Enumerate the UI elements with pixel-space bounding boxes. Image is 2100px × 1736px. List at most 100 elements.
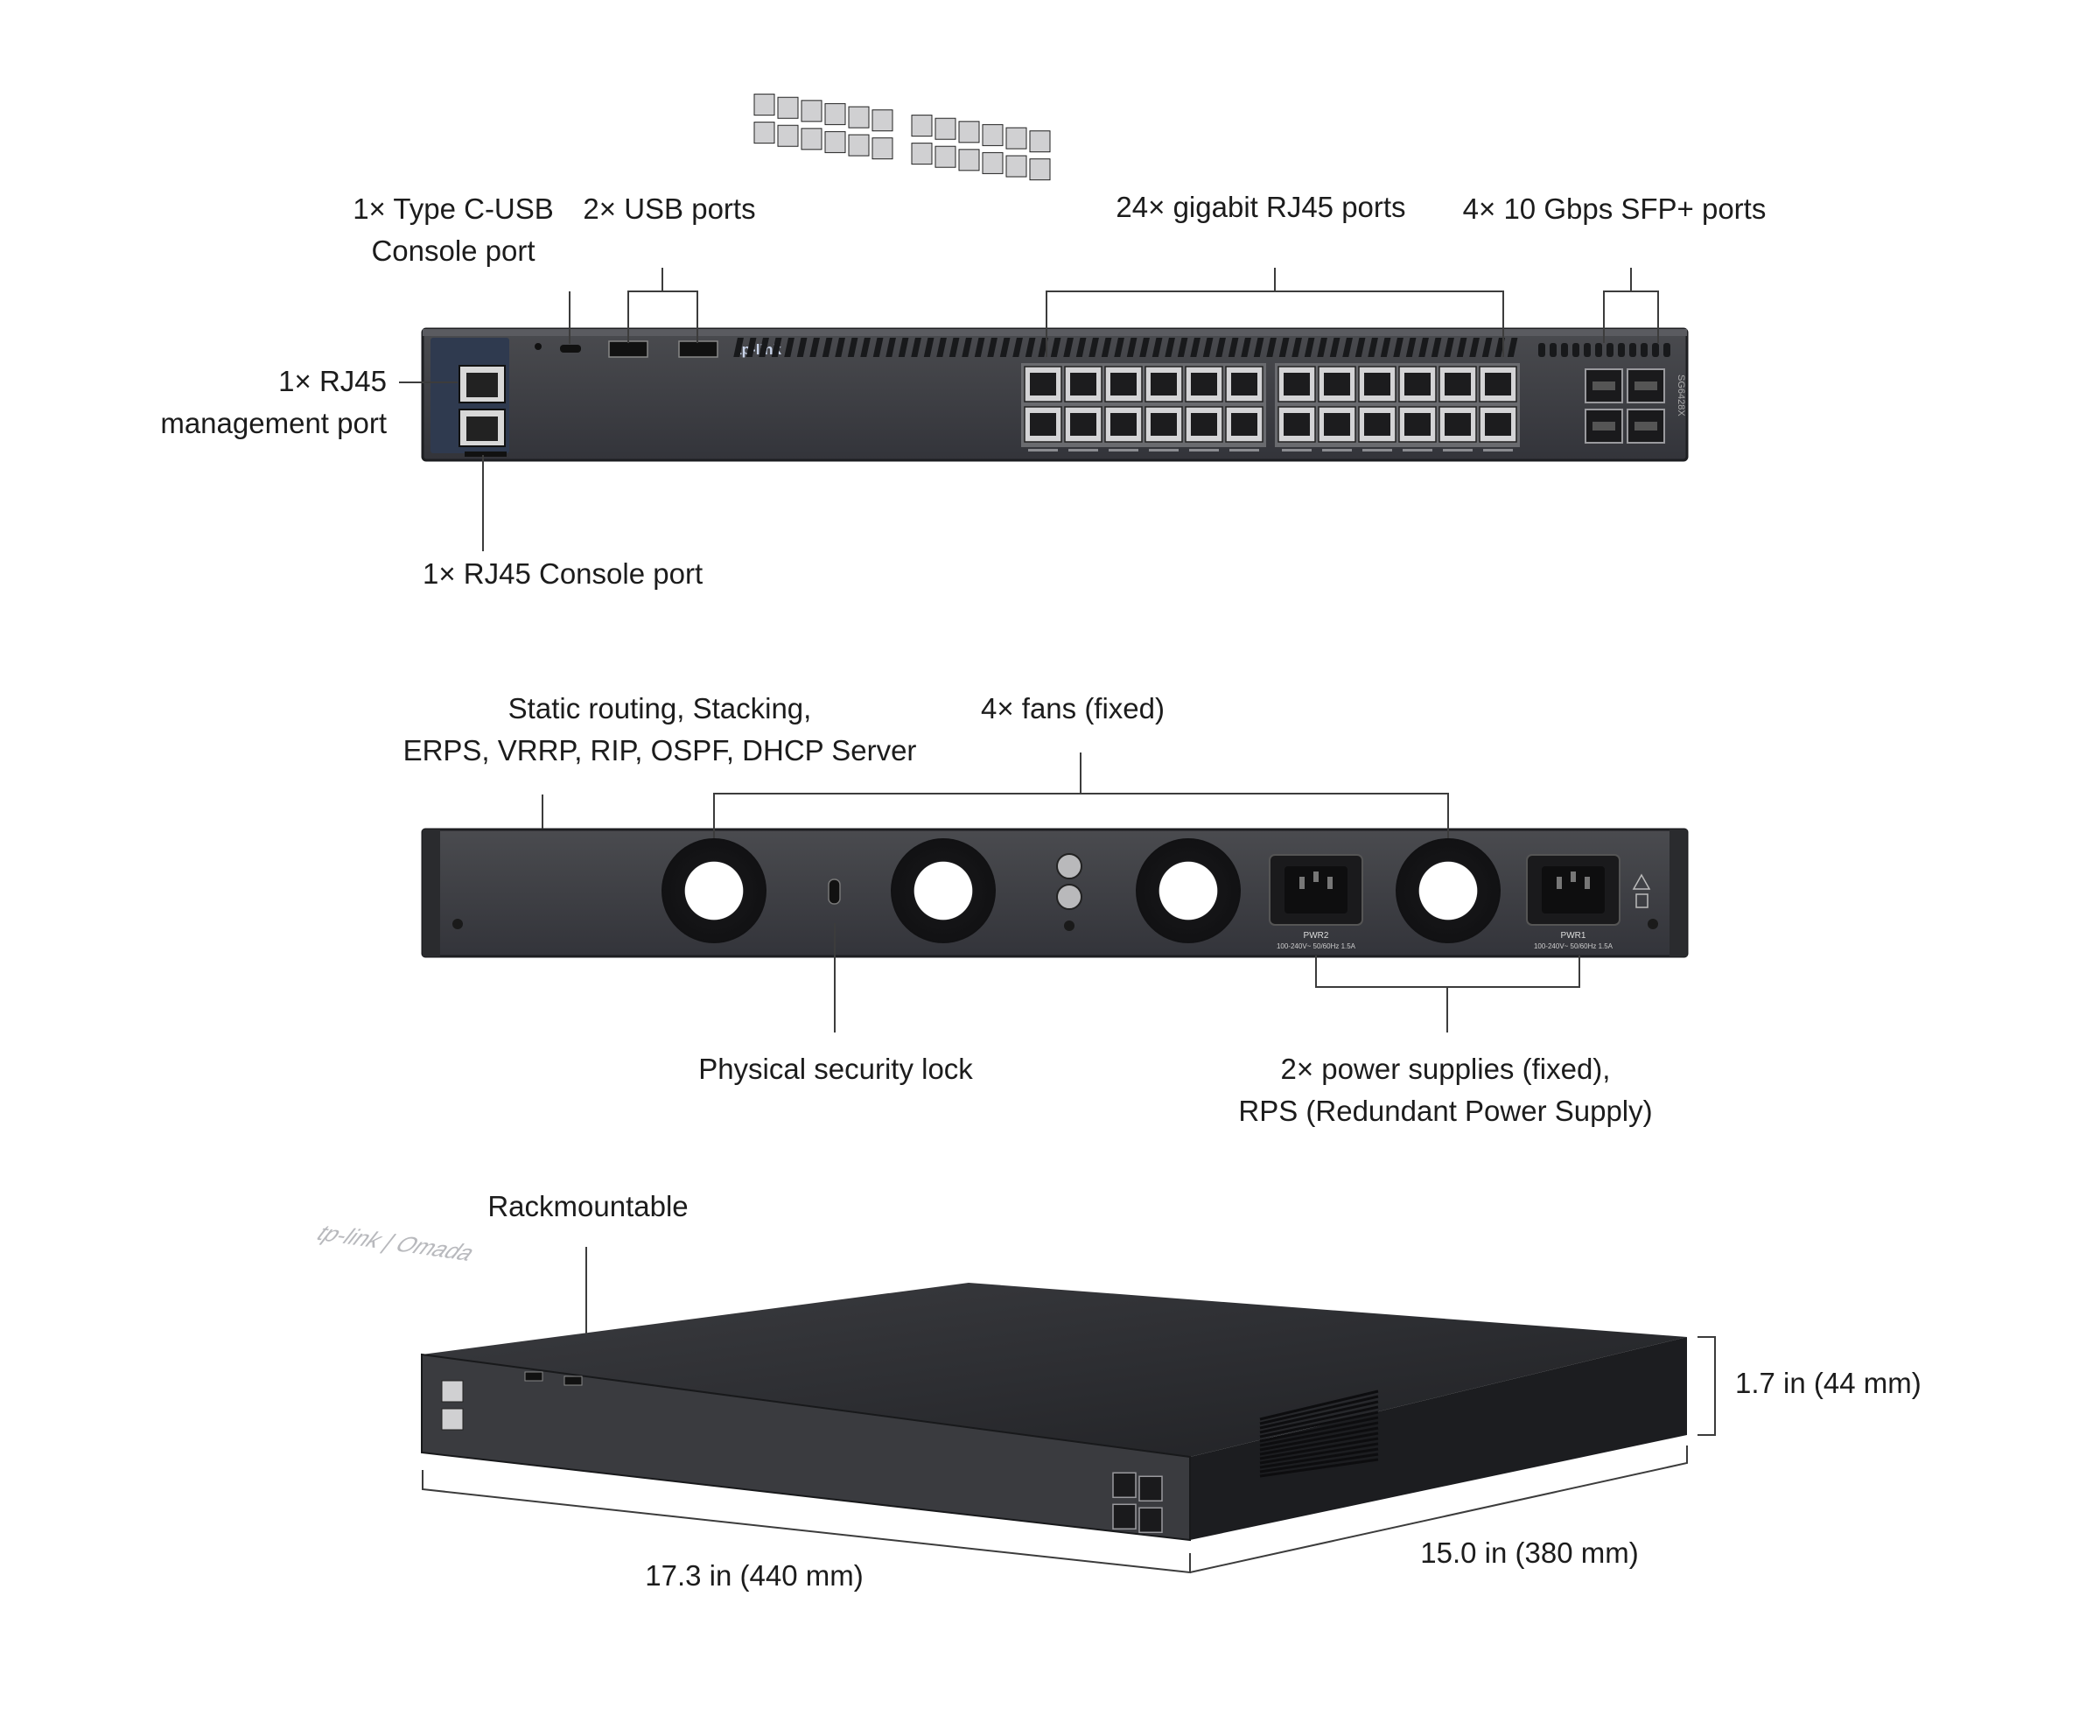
vent-slot — [1241, 338, 1251, 357]
warning-triangle-icon — [1632, 873, 1651, 890]
sfp-port-cage — [1592, 422, 1615, 430]
vent-slot — [1114, 338, 1124, 357]
iso-rj45-port — [1029, 158, 1051, 181]
rj45-port-socket — [1070, 413, 1096, 436]
vent-slot — [1278, 338, 1290, 357]
iso-rj45-port — [958, 149, 980, 172]
iso-rj45-port — [848, 134, 870, 157]
side-vent-line — [1259, 1432, 1379, 1456]
vent-slot — [923, 338, 934, 357]
vent-slot — [1584, 343, 1591, 357]
vent-slot — [1253, 338, 1264, 357]
iso-rj45-port — [801, 128, 822, 150]
iso-sfp-port — [1138, 1507, 1163, 1534]
port-led — [1189, 449, 1219, 452]
vent-slot — [1329, 338, 1340, 357]
isometric-switch: tp-link | Omada — [312, 94, 1687, 1542]
usb-ports-label: 2× USB ports — [583, 192, 756, 225]
iso-rj45-port — [777, 124, 799, 147]
power-inlet-pwr1 — [1526, 854, 1620, 926]
sfp-ports-label: 4× 10 Gbps SFP+ ports — [1462, 192, 1767, 225]
side-vent-line — [1259, 1437, 1379, 1460]
port-led — [1403, 449, 1432, 452]
port-led — [1229, 449, 1259, 452]
typec-port — [560, 345, 581, 353]
iso-rj45-port — [982, 123, 1004, 146]
iso-rj45-port — [1029, 130, 1051, 153]
sfp-port-cage — [1634, 422, 1657, 430]
iso-rj45-port — [1005, 127, 1027, 150]
vent-slot — [1481, 338, 1493, 357]
port-led — [1362, 449, 1392, 452]
iso-sfp-port — [1138, 1475, 1163, 1502]
vent-slot — [987, 338, 998, 357]
console-rj45-port — [458, 409, 506, 447]
vent-slot — [835, 338, 845, 357]
vent-slot — [1165, 338, 1175, 357]
iso-usb-port — [524, 1371, 543, 1382]
vent-slot — [1190, 338, 1200, 357]
iso-side-face — [1190, 1337, 1687, 1540]
side-vent-line — [1259, 1400, 1379, 1430]
vent-slot — [1507, 338, 1518, 357]
vent-slot — [1228, 338, 1239, 357]
features-label: Static routing, Stacking, ERPS, VRRP, RI… — [402, 692, 917, 766]
vent-slot — [999, 338, 1011, 357]
vent-slot — [1550, 343, 1557, 357]
fan-3 — [1136, 838, 1241, 943]
rj45-port-socket — [1324, 413, 1350, 436]
iso-brand-logo: tp-link | Omada — [312, 1221, 482, 1265]
iso-side-vents — [1259, 1390, 1379, 1478]
usb-port-2 — [678, 340, 718, 358]
rj45-port-socket — [1404, 373, 1431, 396]
rj45-console-label: 1× RJ45 Console port — [423, 557, 704, 590]
vent-slot — [1177, 338, 1188, 357]
side-vent-line — [1259, 1458, 1379, 1478]
mgmt-port-label: 1× RJ45 management port — [160, 365, 387, 439]
iso-rj45-port — [911, 143, 933, 165]
vent-slot — [1292, 338, 1302, 357]
vent-slot — [1431, 338, 1442, 357]
iso-rj45-port — [753, 122, 775, 144]
rj45-port-socket — [1191, 413, 1217, 436]
rj45-port-socket — [1485, 373, 1511, 396]
iso-rj45-port — [872, 137, 893, 160]
side-vent-line — [1259, 1395, 1379, 1425]
vent-slot — [1629, 343, 1636, 357]
vent-slot — [847, 338, 858, 357]
security-lock-label: Physical security lock — [698, 1053, 973, 1085]
iso-front-face — [421, 1353, 1191, 1542]
vent-slot — [1266, 338, 1277, 357]
front-callout-lines — [399, 268, 1659, 551]
vent-slot — [733, 338, 744, 357]
vent-slot — [796, 338, 808, 357]
disposal-icon — [1635, 893, 1648, 908]
iso-front-ports — [441, 94, 1163, 1534]
iso-rj45-port — [958, 121, 980, 144]
model-number: SG6428X — [1676, 374, 1686, 416]
typec-console-label: 1× Type C-USB Console port — [353, 192, 554, 267]
iso-sfp-port — [1112, 1472, 1137, 1499]
side-vent-line — [1259, 1416, 1379, 1443]
port-led — [1322, 449, 1352, 452]
side-vent-line — [1259, 1426, 1379, 1452]
iso-rj45-port — [934, 145, 956, 168]
vent-slot — [1063, 338, 1074, 357]
fans-label: 4× fans (fixed) — [980, 692, 1166, 724]
vent-slot — [1595, 343, 1602, 357]
rj45-port-socket — [1070, 373, 1096, 396]
vent-slot — [784, 338, 794, 357]
iso-usb-port — [564, 1376, 583, 1386]
vent-slot — [1215, 338, 1226, 357]
gigabit-rj45-label: 24× gigabit RJ45 ports — [1116, 191, 1406, 223]
side-vent-line — [1259, 1421, 1379, 1447]
vent-slot — [1380, 338, 1391, 357]
sfp-port-cage — [1634, 382, 1657, 390]
vent-slot — [1126, 338, 1138, 357]
vent-slot — [1368, 338, 1378, 357]
rj45-port-socket — [1445, 373, 1471, 396]
vent-slot — [872, 338, 884, 357]
vent-slot — [1572, 343, 1579, 357]
vent-slot — [1152, 338, 1163, 357]
